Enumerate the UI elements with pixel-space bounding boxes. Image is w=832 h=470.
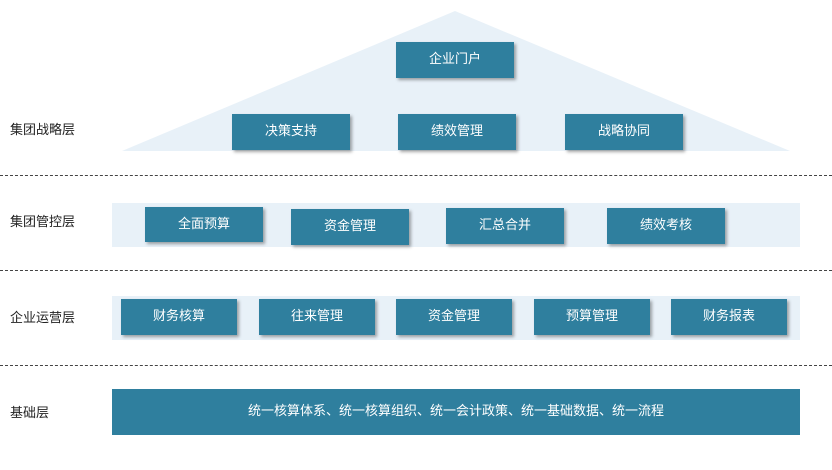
- strategy-top-box: 企业门户: [396, 42, 514, 78]
- management-box-3: 汇总合并: [446, 208, 564, 244]
- management-box-4: 绩效考核: [607, 208, 725, 244]
- operation-box-4: 预算管理: [534, 299, 650, 335]
- operation-box-5: 财务报表: [671, 299, 787, 335]
- strategy-box-2: 绩效管理: [398, 114, 516, 150]
- operation-box-2: 往来管理: [259, 299, 375, 335]
- management-box-2: 资金管理: [291, 209, 409, 245]
- layer-label-foundation: 基础层: [10, 406, 50, 421]
- foundation-box: 统一核算体系、统一核算组织、统一会计政策、统一基础数据、统一流程: [112, 389, 800, 435]
- layer-label-operation: 企业运营层: [10, 311, 76, 326]
- layer-label-strategy: 集团战略层: [10, 123, 76, 138]
- layer-divider-1: [0, 175, 832, 176]
- strategy-box-1: 决策支持: [232, 114, 350, 150]
- operation-box-3: 资金管理: [396, 299, 512, 335]
- management-box-1: 全面预算: [145, 207, 263, 242]
- layer-divider-3: [0, 365, 832, 366]
- layer-label-management: 集团管控层: [10, 215, 76, 230]
- operation-box-1: 财务核算: [121, 299, 237, 335]
- strategy-box-3: 战略协同: [565, 114, 683, 150]
- layer-divider-2: [0, 270, 832, 271]
